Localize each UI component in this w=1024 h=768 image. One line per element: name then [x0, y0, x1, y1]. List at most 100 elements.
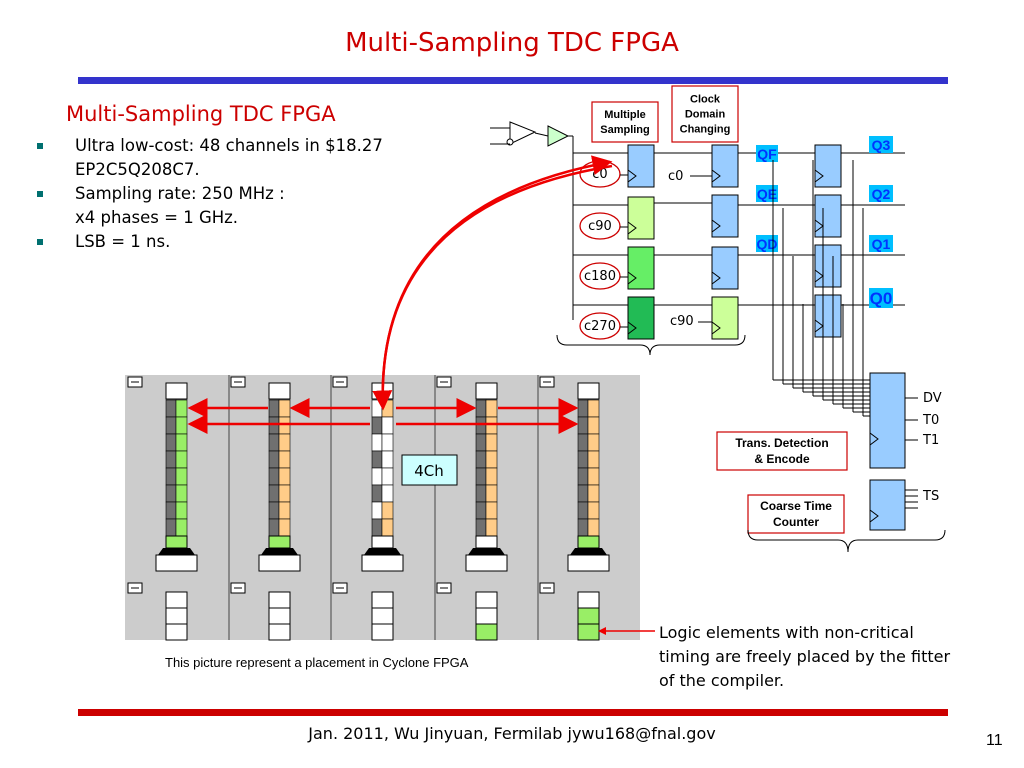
lab-base: [155, 554, 198, 572]
clock-input-icon: [627, 321, 637, 335]
logic-cell: [371, 399, 383, 418]
logic-cell: [485, 484, 498, 503]
logic-cell: [577, 416, 589, 435]
sync-register: [711, 246, 739, 290]
clock-input-icon: [711, 271, 721, 285]
bullet-item: LSB = 1 ns.: [35, 231, 435, 252]
logic-cell: [268, 382, 291, 400]
logic-cell: [175, 433, 188, 452]
bottom-divider: [78, 709, 948, 716]
logic-cell: [165, 382, 188, 400]
logic-cell: [268, 501, 280, 520]
logic-cell: [577, 501, 589, 520]
logic-cell: [371, 501, 383, 520]
phase-register: [627, 296, 655, 340]
signal-label-bg: [869, 185, 893, 202]
bullet-item: Ultra low-cost: 48 channels in $18.27: [35, 135, 435, 156]
top-divider: [78, 77, 948, 84]
logic-cell: [577, 607, 600, 625]
logic-cell: [587, 484, 600, 503]
logic-cell: [381, 484, 394, 503]
logic-cell: [268, 623, 291, 641]
bullet-item: Sampling rate: 250 MHz :: [35, 183, 435, 204]
logic-cell: [475, 535, 498, 549]
logic-cell: [381, 501, 394, 520]
buffer-icon: [547, 125, 570, 147]
clock-domain-box: [671, 85, 739, 143]
placement-note: Logic elements with non-critical timing …: [659, 623, 951, 690]
logic-cell: [165, 623, 188, 641]
logic-cell: [485, 467, 498, 486]
logic-cell: [577, 623, 600, 641]
section-heading: Multi-Sampling TDC FPGA: [66, 102, 336, 126]
signal-label-bg: [869, 235, 893, 252]
logic-cell: [475, 518, 487, 537]
logic-cell: [485, 399, 498, 418]
logic-cell: [175, 501, 188, 520]
output-register: [814, 244, 842, 288]
logic-cell: [577, 484, 589, 503]
logic-cell: [381, 467, 394, 486]
clock-input-icon: [711, 169, 721, 183]
logic-cell: [371, 484, 383, 503]
logic-cell: [165, 518, 177, 537]
logic-cell: [268, 399, 280, 418]
logic-cell: [475, 623, 498, 641]
logic-cell: [475, 399, 487, 418]
signal-label: Q0: [870, 289, 893, 308]
logic-cell: [278, 416, 291, 435]
logic-cell: [587, 433, 600, 452]
logic-cell: [475, 501, 487, 520]
group-brace: [747, 529, 946, 553]
logic-cell: [587, 399, 600, 418]
mapping-arrow: [381, 155, 613, 409]
logic-cell: [278, 484, 291, 503]
output-register: [814, 194, 842, 238]
trans-detection-label-text: & Encode: [754, 452, 810, 466]
logic-cell: [381, 450, 394, 469]
logic-cell: [268, 484, 280, 503]
lab-connector: [158, 548, 195, 555]
placement-caption: This picture represent a placement in Cy…: [165, 655, 469, 670]
output-label: DV: [923, 391, 942, 406]
multiple-sampling-box-text: Multiple: [604, 109, 646, 121]
bullet-item: x4 phases = 1 GHz.: [75, 208, 239, 227]
clock-domain-box-text: Domain: [685, 109, 726, 121]
logic-cell: [587, 501, 600, 520]
phase-label: c90: [588, 219, 612, 234]
logic-cell: [165, 399, 177, 418]
phase-label: c270: [584, 319, 616, 334]
logic-cell: [165, 591, 188, 609]
logic-cell: [381, 518, 394, 537]
logic-cell: [485, 433, 498, 452]
logic-cell: [577, 399, 589, 418]
trans-detection-label: [716, 431, 848, 471]
lab-connector: [364, 548, 401, 555]
logic-cell: [371, 467, 383, 486]
logic-cell: [577, 535, 600, 549]
signal-label: QD: [757, 236, 778, 252]
logic-cell: [475, 433, 487, 452]
slide-title: Multi-Sampling TDC FPGA: [345, 28, 679, 58]
logic-cell: [577, 450, 589, 469]
input-buffer-icon: [509, 121, 537, 145]
clock-input-icon: [869, 509, 879, 523]
logic-cell: [475, 484, 487, 503]
output-label: T0: [922, 413, 939, 428]
logic-cell: [175, 399, 188, 418]
multiple-sampling-box-text: Sampling: [600, 124, 650, 136]
logic-cell: [268, 607, 291, 625]
coarse-counter-label-text: Coarse Time: [760, 499, 832, 513]
logic-cell: [165, 501, 177, 520]
lab-connector: [468, 548, 505, 555]
lab-base: [465, 554, 508, 572]
bullet-item: EP2C5Q208C7.: [75, 160, 200, 179]
logic-cell: [587, 467, 600, 486]
sync-register: [711, 194, 739, 238]
clock-domain-box-text: Changing: [680, 124, 731, 136]
lab-connector: [570, 548, 607, 555]
wire: [534, 132, 549, 137]
output-label: TS: [922, 489, 939, 504]
clock-input-icon: [627, 221, 637, 235]
